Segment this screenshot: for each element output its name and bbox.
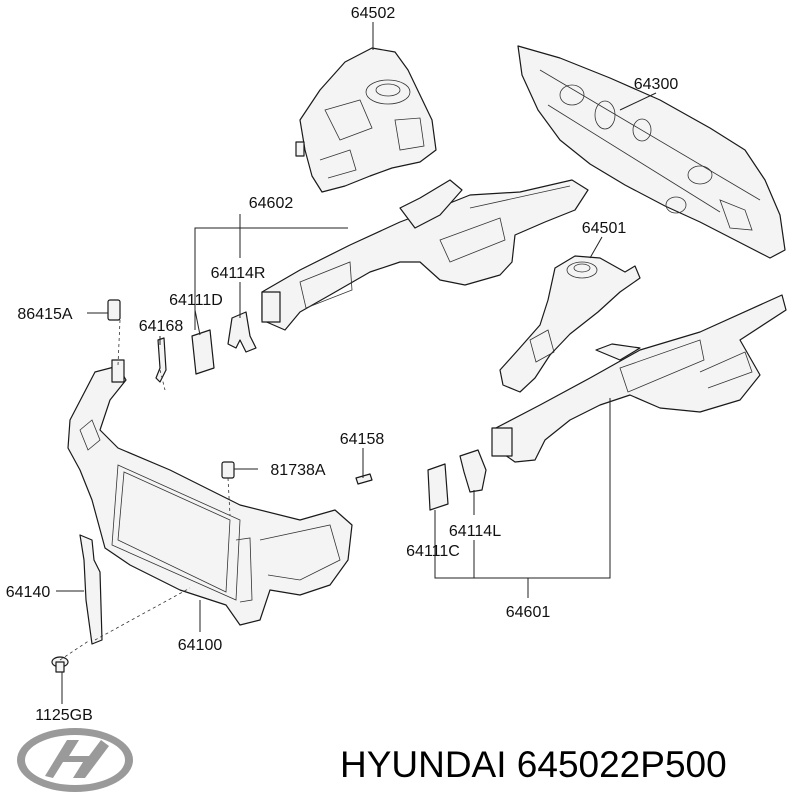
part-64601-drawing (491, 294, 787, 463)
label-64100: 64100 (178, 637, 223, 654)
part-86415A-drawing (107, 299, 121, 321)
label-64602: 64602 (249, 195, 294, 212)
part-number-labels: 64502 64300 64602 64114R 64111D 64501 86… (6, 5, 679, 724)
assembly-guide-lines (59, 319, 231, 661)
part-64111D-drawing (191, 329, 215, 375)
part-64111C-drawing (427, 463, 449, 511)
label-64501: 64501 (582, 220, 627, 237)
part-64602-drawing (261, 179, 589, 331)
label-1125GB: 1125GB (35, 707, 93, 724)
part-64114L-drawing (459, 449, 487, 493)
part-64300-drawing (517, 45, 786, 259)
part-64114R-drawing (227, 311, 257, 353)
part-64168-drawing (155, 337, 167, 383)
label-81738A: 81738A (270, 462, 325, 479)
label-64140: 64140 (6, 584, 51, 601)
part-1125GB-drawing (51, 656, 69, 673)
label-64111D: 64111D (169, 292, 223, 309)
part-64501-drawing (499, 255, 641, 393)
brand-caption: HYUNDAI 645022P500 (340, 744, 727, 785)
leader-lines (56, 22, 657, 704)
part-64502-drawing (295, 47, 437, 193)
part-64140-drawing (79, 534, 103, 645)
part-64158-drawing (355, 473, 373, 485)
label-64114L: 64114L (449, 523, 501, 540)
part-81738A-drawing (221, 461, 235, 479)
label-64168: 64168 (139, 318, 184, 335)
label-64158: 64158 (340, 431, 385, 448)
label-64601: 64601 (506, 604, 551, 621)
hyundai-logo-icon (17, 728, 133, 792)
label-86415A: 86415A (17, 306, 72, 323)
label-64502: 64502 (351, 5, 396, 22)
label-64300: 64300 (634, 76, 679, 93)
label-64114R: 64114R (211, 265, 266, 282)
label-64111C: 64111C (406, 543, 460, 560)
part-64100-drawing (67, 359, 353, 626)
